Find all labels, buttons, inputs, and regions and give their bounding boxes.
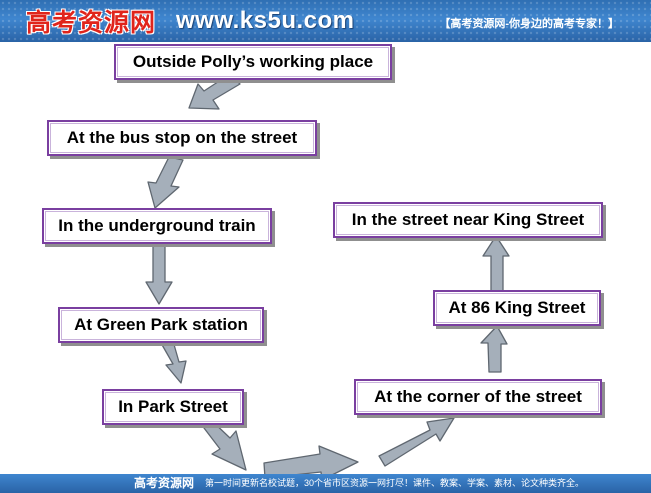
flow-arrow-3 — [145, 242, 173, 305]
site-slogan: 【高考资源网-你身边的高考专家！】 — [439, 18, 619, 30]
flow-arrow-9 — [482, 235, 510, 293]
flow-arrow-4 — [160, 340, 187, 384]
flow-node-corner-of-street: At the corner of the street — [354, 379, 602, 415]
flow-node-86-king-street: At 86 King Street — [433, 290, 601, 326]
footer-text: 第一时间更新名校试题，30个省市区资源一网打尽！课件、教案、学案、素材、论文种类… — [205, 478, 585, 488]
header-banner: 高考资源网 www.ks5u.com 【高考资源网-你身边的高考专家！】 — [0, 0, 651, 42]
site-url[interactable]: www.ks5u.com — [176, 7, 355, 34]
flow-arrow-1 — [188, 73, 241, 110]
flow-node-outside-working-place: Outside Polly’s working place — [114, 44, 392, 80]
footer-banner: 高考资源网 第一时间更新名校试题，30个省市区资源一网打尽！课件、教案、学案、素… — [0, 474, 651, 493]
flow-arrow-2 — [147, 156, 184, 209]
flow-node-near-king-street: In the street near King Street — [333, 202, 603, 238]
flow-arrow-8 — [480, 325, 508, 373]
flow-arrow-5 — [203, 418, 247, 471]
flow-arrow-7 — [378, 417, 455, 467]
flow-node-bus-stop: At the bus stop on the street — [47, 120, 317, 156]
banner-pattern — [0, 0, 651, 42]
footer-logo[interactable]: 高考资源网 — [134, 476, 195, 490]
site-logo[interactable]: 高考资源网 — [26, 8, 157, 37]
flow-node-park-street: In Park Street — [102, 389, 244, 425]
flow-node-underground-train: In the underground train — [42, 208, 272, 244]
flow-node-green-park-station: At Green Park station — [58, 307, 264, 343]
